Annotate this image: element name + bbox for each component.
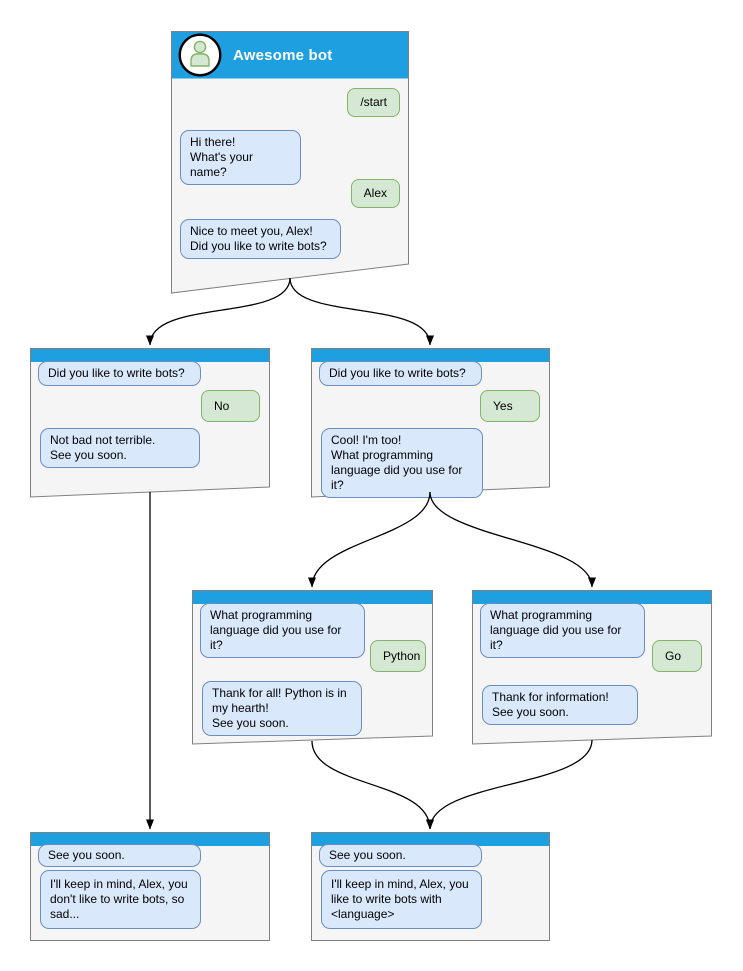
message-bubble-bot: I'll keep in mind, Alex, you don't like … [40, 870, 201, 929]
message-bubble-bot: Thank for all! Python is in my hearth! S… [202, 681, 362, 736]
message-bubble-user: /start [347, 88, 400, 117]
chat-window-main: Awesome bot /start Hi there! What's your… [171, 31, 409, 294]
connector-go-to-end-yes [426, 739, 593, 830]
message-bubble-bot: Nice to meet you, Alex! Did you like to … [180, 219, 341, 259]
connector-python-to-end-yes [311, 740, 434, 830]
message-bubble-user: No [201, 390, 260, 422]
message-bubble-bot: Thank for information! See you soon. [482, 685, 638, 725]
message-bubble-bot: Hi there! What's your name? [180, 130, 301, 185]
message-bubble-bot: What programming language did you use fo… [200, 603, 365, 658]
chat-window-end-no: See you soon. I'll keep in mind, Alex, y… [30, 832, 270, 941]
chat-title: Awesome bot [233, 46, 333, 64]
chat-window-branch-python: What programming language did you use fo… [192, 590, 433, 745]
chat-window-branch-no: Did you like to write bots? No Not bad n… [30, 348, 270, 498]
message-bubble-bot: Did you like to write bots? [319, 361, 482, 386]
message-bubble-user: Python [370, 640, 426, 672]
chat-window-branch-go: What programming language did you use fo… [472, 590, 712, 745]
message-bubble-bot: See you soon. [319, 844, 482, 867]
message-bubble-user: Alex [350, 179, 400, 208]
connector-branch-yes-to-python [308, 491, 431, 588]
connector-branch-yes-to-go [429, 491, 596, 588]
chat-window-branch-yes: Did you like to write bots? Yes Cool! I'… [311, 348, 550, 498]
message-bubble-bot: Not bad not terrible. See you soon. [40, 428, 200, 468]
message-bubble-user: Yes [480, 390, 540, 422]
chat-window-end-yes: See you soon. I'll keep in mind, Alex, y… [311, 832, 550, 941]
message-bubble-user: Go [652, 640, 702, 672]
message-bubble-bot: See you soon. [38, 844, 201, 867]
chat-header: Awesome bot [171, 32, 409, 78]
message-bubble-bot: Did you like to write bots? [38, 361, 201, 386]
message-bubble-bot: What programming language did you use fo… [480, 603, 645, 658]
message-bubble-bot: Cool! I'm too! What programming language… [321, 428, 483, 498]
person-icon [178, 33, 222, 77]
message-bubble-bot: I'll keep in mind, Alex, you like to wri… [321, 870, 482, 929]
